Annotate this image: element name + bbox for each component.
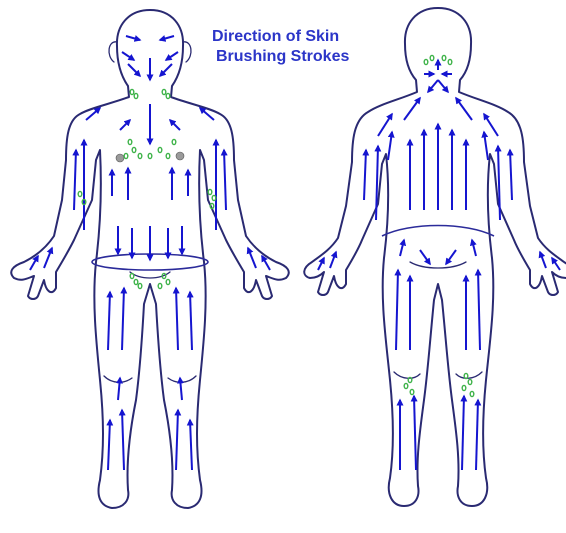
lymph-node-marker bbox=[148, 153, 152, 158]
lymph-node-marker bbox=[448, 59, 452, 64]
stroke-direction-arrow bbox=[420, 250, 430, 264]
front-knee-left bbox=[104, 376, 132, 382]
front-figure bbox=[11, 10, 289, 508]
stroke-direction-arrow bbox=[446, 250, 456, 264]
lymph-node-marker bbox=[78, 191, 82, 196]
front-ear-left bbox=[109, 42, 117, 62]
lymph-node-marker bbox=[158, 147, 162, 152]
stroke-direction-arrow bbox=[170, 120, 180, 130]
front-ear-right bbox=[183, 42, 191, 62]
stroke-direction-arrow bbox=[248, 248, 256, 268]
back-buttock-line bbox=[410, 262, 466, 268]
lymph-node-marker bbox=[166, 153, 170, 158]
back-waist-line bbox=[382, 226, 494, 237]
lymph-node-marker bbox=[462, 385, 466, 390]
back-stroke-arrows bbox=[318, 60, 560, 470]
stroke-direction-arrow bbox=[160, 36, 174, 40]
lymph-node-marker bbox=[158, 283, 162, 288]
stroke-direction-arrow bbox=[122, 410, 124, 470]
stroke-direction-arrow bbox=[378, 114, 392, 136]
lymph-node-marker bbox=[130, 89, 134, 94]
stroke-direction-arrow bbox=[176, 288, 178, 350]
stroke-direction-arrow bbox=[118, 378, 120, 400]
lymph-node-marker bbox=[404, 383, 408, 388]
stroke-direction-arrow bbox=[176, 410, 178, 470]
stroke-direction-arrow bbox=[108, 420, 110, 470]
stroke-direction-arrow bbox=[160, 64, 172, 76]
stroke-direction-arrow bbox=[404, 98, 420, 120]
lymph-node-marker bbox=[212, 195, 216, 200]
stroke-direction-arrow bbox=[456, 98, 472, 120]
lymph-node-marker bbox=[410, 389, 414, 394]
diagram-title-line-1: Direction of Skin bbox=[212, 28, 339, 46]
lymph-node-marker bbox=[138, 153, 142, 158]
stroke-direction-arrow bbox=[388, 132, 392, 160]
stroke-direction-arrow bbox=[376, 146, 378, 220]
lymph-node-marker bbox=[134, 93, 138, 98]
stroke-direction-arrow bbox=[224, 150, 226, 210]
front-nipple-left bbox=[116, 154, 124, 162]
lymph-node-marker bbox=[128, 139, 132, 144]
stroke-direction-arrow bbox=[122, 52, 134, 60]
stroke-direction-arrow bbox=[472, 240, 476, 256]
stroke-direction-arrow bbox=[478, 270, 480, 350]
lymph-node-marker bbox=[208, 189, 212, 194]
stroke-direction-arrow bbox=[396, 270, 398, 350]
lymph-node-marker bbox=[424, 59, 428, 64]
back-knee-left bbox=[394, 372, 420, 378]
stroke-direction-arrow bbox=[364, 150, 366, 200]
stroke-direction-arrow bbox=[166, 52, 178, 60]
stroke-direction-arrow bbox=[122, 288, 124, 350]
stroke-direction-arrow bbox=[190, 420, 192, 470]
lymph-node-marker bbox=[430, 55, 434, 60]
front-knee-right bbox=[168, 376, 196, 382]
lymph-node-marker bbox=[166, 279, 170, 284]
stroke-direction-arrow bbox=[128, 64, 140, 76]
lymph-node-marker bbox=[470, 391, 474, 396]
lymph-node-marker bbox=[172, 139, 176, 144]
lymph-node-marker bbox=[468, 379, 472, 384]
stroke-direction-arrow bbox=[400, 240, 404, 256]
stroke-direction-arrow bbox=[414, 396, 416, 470]
stroke-direction-arrow bbox=[318, 258, 324, 270]
stroke-direction-arrow bbox=[428, 80, 438, 92]
stroke-direction-arrow bbox=[120, 120, 130, 130]
front-nipple-right bbox=[176, 152, 184, 160]
stroke-direction-arrow bbox=[330, 252, 336, 268]
stroke-direction-arrow bbox=[540, 252, 546, 268]
stroke-direction-arrow bbox=[476, 400, 478, 470]
stroke-direction-arrow bbox=[108, 292, 110, 350]
diagram-title-line-2: Brushing Strokes bbox=[216, 48, 349, 66]
back-figure bbox=[304, 8, 566, 506]
lymph-node-marker bbox=[138, 283, 142, 288]
lymph-node-marker bbox=[166, 93, 170, 98]
stroke-direction-arrow bbox=[498, 146, 500, 220]
stroke-direction-arrow bbox=[74, 150, 76, 210]
stroke-direction-arrow bbox=[484, 132, 488, 160]
lymph-node-marker bbox=[134, 279, 138, 284]
lymph-node-marker bbox=[162, 89, 166, 94]
stroke-direction-arrow bbox=[126, 36, 140, 40]
stroke-direction-arrow bbox=[438, 80, 448, 92]
stroke-direction-arrow bbox=[484, 114, 498, 136]
lymph-node-marker bbox=[442, 55, 446, 60]
stroke-direction-arrow bbox=[44, 248, 52, 268]
back-knee-right bbox=[456, 372, 482, 378]
lymph-node-marker bbox=[124, 153, 128, 158]
stroke-direction-arrow bbox=[462, 396, 464, 470]
stroke-direction-arrow bbox=[190, 292, 192, 350]
stroke-direction-arrow bbox=[510, 150, 512, 200]
lymph-node-marker bbox=[132, 147, 136, 152]
stroke-direction-arrow bbox=[552, 258, 560, 270]
stroke-direction-arrow bbox=[180, 378, 182, 400]
